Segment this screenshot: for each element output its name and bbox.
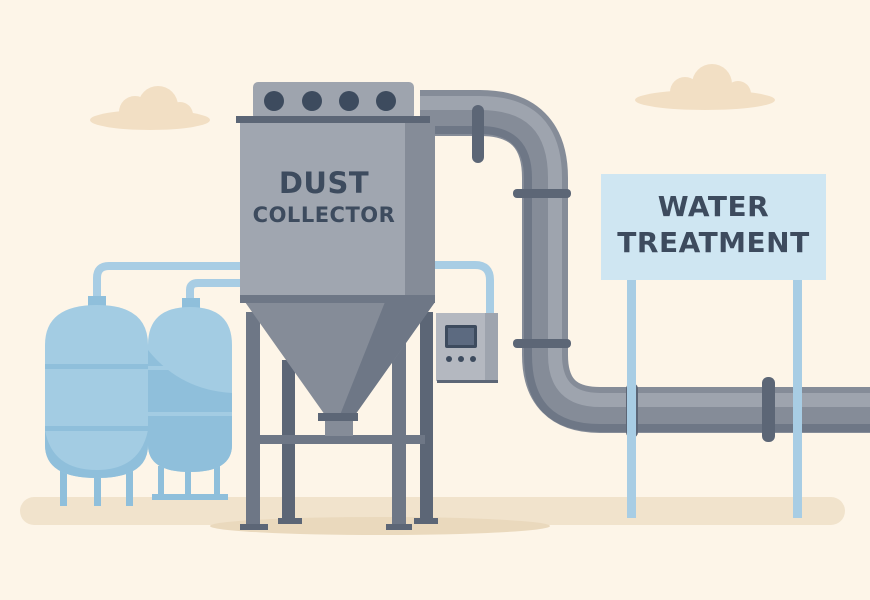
sign-post-right <box>793 278 802 518</box>
dust-collector <box>236 82 435 303</box>
cloud-left <box>90 86 210 130</box>
dust-collector-label-line1: DUST <box>278 166 370 200</box>
water-treatment-sign <box>601 174 826 280</box>
collector-legs <box>240 312 438 530</box>
sign-text-line2: TREATMENT <box>617 226 810 259</box>
sign-text-line1: WATER <box>657 190 770 223</box>
dust-collector-label-line2: COLLECTOR <box>252 203 396 227</box>
control-panel <box>436 313 498 383</box>
tank-pipes <box>93 261 494 322</box>
cloud-right <box>635 64 775 110</box>
water-tank-right <box>148 298 232 500</box>
water-tank-left <box>45 296 148 506</box>
sign-post-left <box>627 278 636 518</box>
